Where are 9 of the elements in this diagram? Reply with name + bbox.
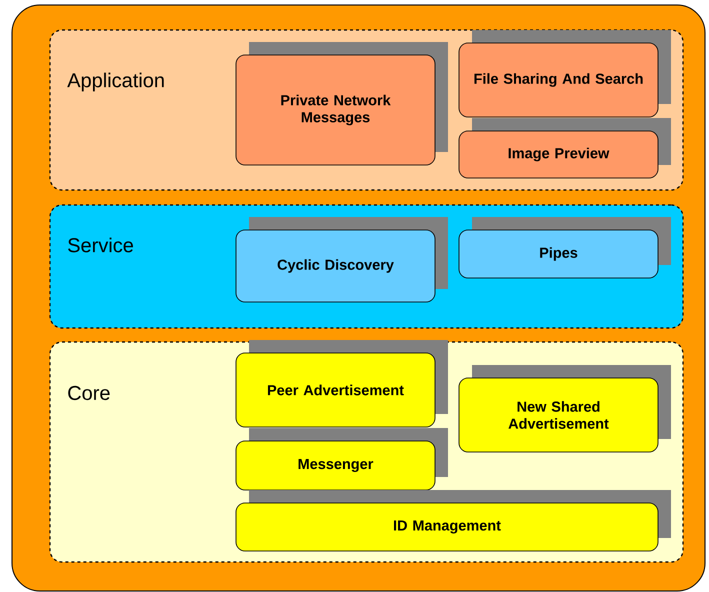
component-box: Image Preview — [458, 118, 671, 178]
component-box: File Sharing And Search — [458, 30, 671, 118]
component-box: Peer Advertisement — [236, 340, 448, 428]
component-box: Pipes — [458, 217, 671, 278]
component-box: Cyclic Discovery — [236, 217, 448, 302]
component-box: ID Management — [236, 490, 671, 552]
component-box: Private Network Messages — [236, 42, 448, 166]
component-box: New Shared Advertisement — [458, 365, 671, 452]
component-box: Messenger — [236, 428, 448, 490]
